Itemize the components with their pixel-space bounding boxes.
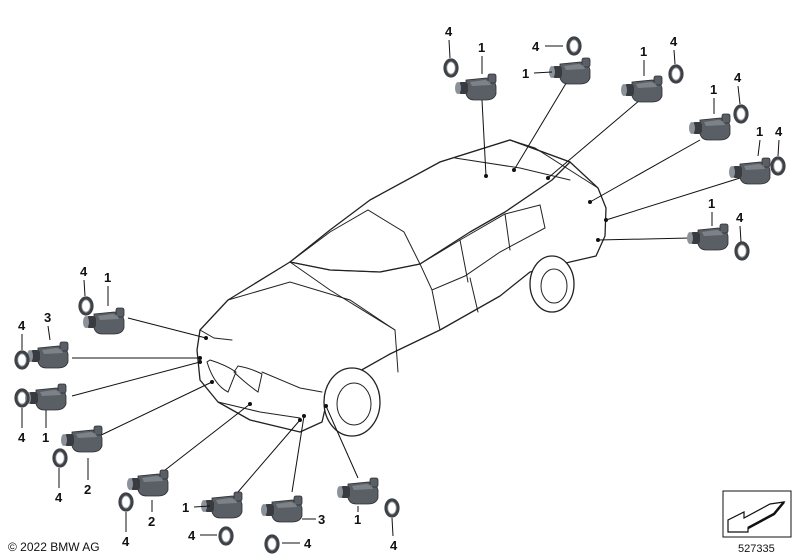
callout-number: 4 [736,210,744,225]
callout-number: 4 [304,536,312,551]
seal-ring[interactable] [218,526,234,546]
document-number: 527335 [738,543,775,555]
callout-number: 4 [532,39,540,54]
seal-ring[interactable] [52,448,68,468]
callout-number: 4 [80,264,88,279]
park-sensor-front-4[interactable] [126,469,169,497]
seal-ring[interactable] [78,296,94,316]
seal-ring[interactable] [733,104,749,124]
park-sensor-rear-1[interactable] [454,73,497,101]
park-sensor-rear-5[interactable] [728,157,771,185]
callout-number: 4 [122,534,130,549]
navigation-arrow-icon[interactable] [722,490,792,538]
callout-number: 1 [756,124,763,139]
callout-number: 3 [318,512,325,527]
callout-number: 1 [522,66,529,81]
seal-ring[interactable] [384,498,400,518]
seal-ring[interactable] [14,388,30,408]
park-sensor-rear-2[interactable] [548,57,591,85]
callout-number: 4 [188,528,196,543]
attachment-points [198,168,608,422]
callout-number: 1 [42,430,49,445]
park-sensor-rear-6[interactable] [686,223,729,251]
callout-number: 3 [44,310,51,325]
seal-ring[interactable] [443,58,459,78]
callout-number: 1 [104,270,111,285]
callout-number: 4 [734,70,742,85]
callout-number: 1 [478,40,485,55]
side-view-sensor-right[interactable] [260,495,303,523]
callout-number: 1 [640,44,647,59]
vehicle-outline [196,139,607,437]
leader-lines [71,79,741,493]
seal-ring[interactable] [668,64,684,84]
callout-number: 1 [710,82,717,97]
callout-number: 4 [18,430,26,445]
seal-ring[interactable] [770,156,786,176]
callout-number: 4 [18,318,26,333]
callout-number: 4 [445,24,453,39]
seal-ring[interactable] [734,241,750,261]
seal-ring[interactable] [566,36,582,56]
seal-ring[interactable] [14,350,30,370]
park-sensor-rear-4[interactable] [688,113,731,141]
callout-number: 4 [670,34,678,49]
callout-ticks [21,39,780,544]
seal-ring[interactable] [118,492,134,512]
callout-number: 2 [84,482,91,497]
park-sensor-front-3[interactable] [60,425,103,453]
callout-number: 1 [182,500,189,515]
side-view-sensor-left[interactable] [26,341,69,369]
callout-number: 4 [775,124,783,139]
callouts: 4 1 4 1 1 4 4 1 1 4 1 4 4 1 4 3 4 1 4 2 … [18,24,783,553]
park-sensor-front-6[interactable] [336,477,379,505]
callout-number: 4 [55,490,63,505]
park-sensor-rear-3[interactable] [620,75,663,103]
park-sensor-front-2[interactable] [24,383,67,411]
park-sensor-front-5[interactable] [200,491,243,519]
callout-number: 2 [148,514,155,529]
callout-number: 1 [708,196,715,211]
callout-number: 4 [390,538,398,553]
seal-ring[interactable] [264,534,280,554]
callout-number: 1 [354,512,361,527]
copyright-notice: © 2022 BMW AG [8,540,100,554]
